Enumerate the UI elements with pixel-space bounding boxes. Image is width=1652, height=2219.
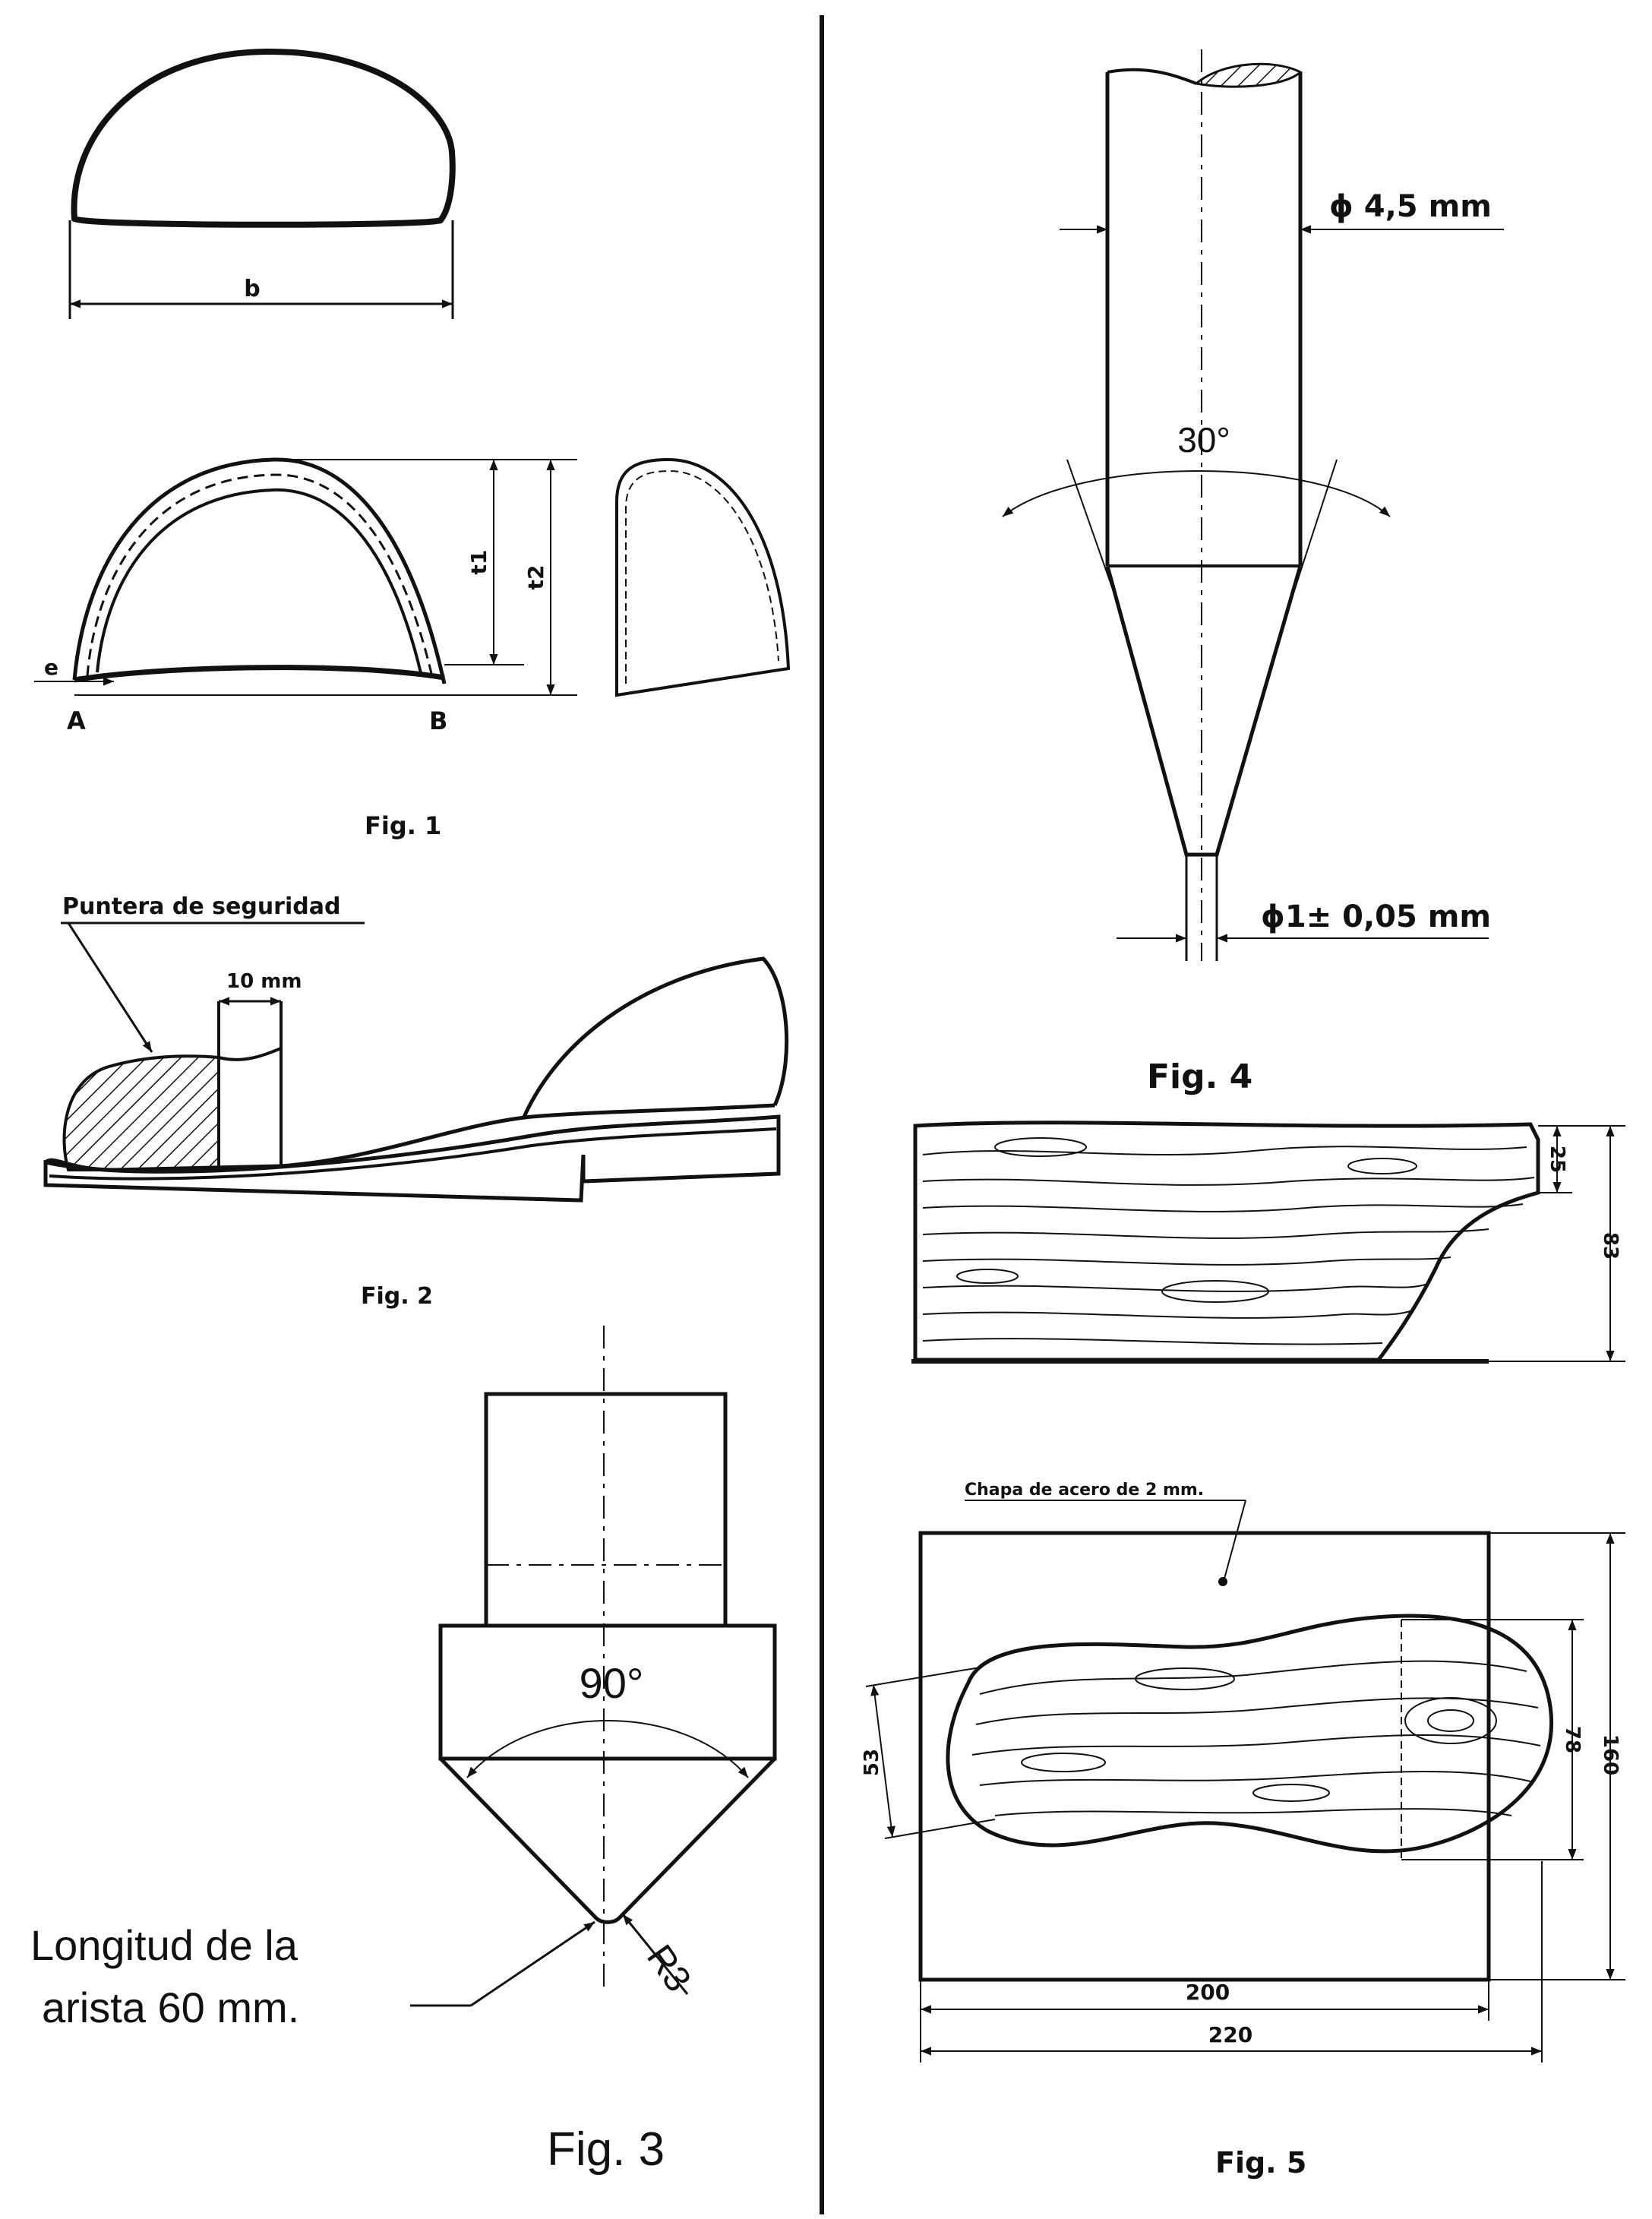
fig5-caption: Fig. 5: [1215, 2146, 1306, 2179]
fig3-note-line2: arista 60 mm.: [42, 1984, 299, 2031]
fig5-dim-25: 25: [1546, 1146, 1568, 1173]
fig5-dim-200: 200: [1186, 1980, 1230, 2005]
fig5-dim-220: 220: [1208, 2022, 1252, 2047]
fig1-caption: Fig. 1: [365, 811, 441, 840]
fig1-dim-t2: t2: [523, 565, 548, 590]
fig4-dia-tip: ϕ1± 0,05 mm: [1261, 899, 1491, 934]
fig2-shoe: Puntera de seguridad 10 mm: [43, 893, 789, 1203]
fig5-wood-block-side: 25 83: [911, 1121, 1625, 1364]
fig1-dim-e: e: [44, 655, 58, 680]
fig3-caption: Fig. 3: [547, 2123, 665, 2176]
fig1-point-b: B: [429, 706, 447, 735]
fig1-dim-b: b: [244, 276, 260, 302]
fig5-plate-top: Chapa de acero de 2 mm. 160 78: [861, 1481, 1625, 2063]
fig4-caption: Fig. 4: [1147, 1057, 1252, 1096]
fig5-dim-53: 53: [861, 1749, 883, 1776]
fig3-radius: R3: [639, 1938, 699, 1999]
fig3-indenter: 90° R3 Longitud de la arista 60 mm.: [30, 1326, 777, 2031]
fig1-point-a: A: [67, 706, 86, 735]
fig5-dim-78: 78: [1561, 1726, 1584, 1753]
fig1-dim-t1: t1: [466, 550, 491, 575]
fig4-needle: ϕ 4,5 mm ϕ1± 0,05 mm 30°: [1002, 49, 1504, 961]
fig1-toecap-front: b: [68, 48, 456, 319]
fig4-angle: 30°: [1177, 420, 1230, 460]
fig5-dim-160: 160: [1599, 1734, 1622, 1775]
fig2-caption: Fig. 2: [361, 1283, 433, 1310]
fig3-angle: 90°: [580, 1659, 644, 1707]
fig1-toecap-profile: [615, 457, 791, 697]
fig2-label-puntera: Puntera de seguridad: [62, 893, 340, 920]
fig5-label-plate: Chapa de acero de 2 mm.: [965, 1481, 1204, 1500]
fig2-safety-toecap: [62, 1054, 220, 1171]
fig3-note-line1: Longitud de la: [30, 1921, 298, 1969]
fig4-dia-top: ϕ 4,5 mm: [1329, 189, 1492, 224]
fig5-dim-83: 83: [1599, 1232, 1622, 1260]
fig1-toecap-side: t1 t2 e A B: [34, 457, 577, 735]
fig2-dim-10mm: 10 mm: [226, 970, 302, 993]
